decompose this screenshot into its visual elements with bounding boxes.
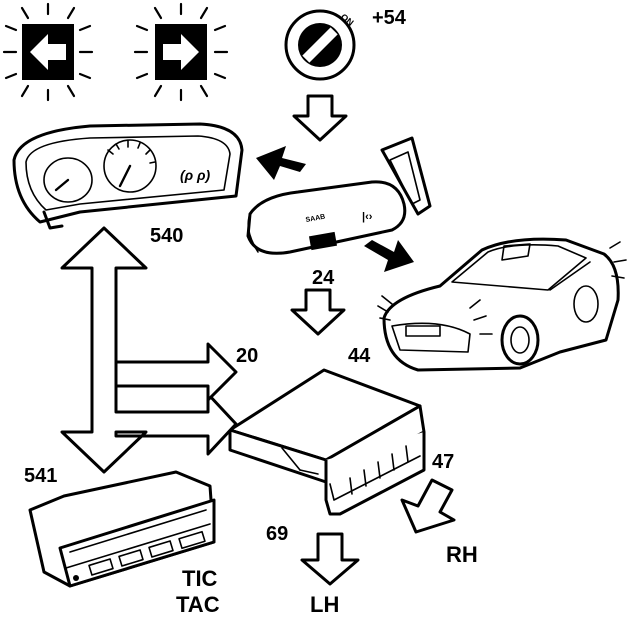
stalk-up-arrow <box>256 146 306 180</box>
rh-label: RH <box>446 542 478 567</box>
car-illustration <box>377 237 627 372</box>
stalk-brand-label: SAAB <box>305 214 326 224</box>
lh-label: LH <box>310 592 339 617</box>
unit-connector-label-44: 44 <box>348 345 371 367</box>
lh-output-number-label: 69 <box>266 523 288 545</box>
svg-text:|‹›: |‹› <box>362 211 373 223</box>
display-unit-label: 541 <box>24 465 57 487</box>
turn-signal-stalk: SAAB |‹› <box>246 136 432 255</box>
stalk-down-arrow <box>364 240 414 272</box>
display-tic-label: TIC <box>182 566 218 591</box>
rh-output-arrow <box>400 478 456 534</box>
ignition-terminal-label: +54 <box>372 7 407 29</box>
turn-right-indicator-icon <box>133 2 229 102</box>
instrument-cluster: (ρ ρ) <box>12 122 244 230</box>
lh-output-arrow <box>300 532 360 586</box>
display-tac-label: TAC <box>176 592 220 617</box>
ignition-down-arrow <box>292 94 348 142</box>
svg-text:(ρ ρ): (ρ ρ) <box>180 167 211 183</box>
cluster-label: 540 <box>150 225 183 247</box>
cluster-bus-arrows <box>60 226 238 474</box>
tic-display-unit <box>28 470 216 588</box>
stalk-label: 24 <box>312 267 335 289</box>
unit-connector-label-20: 20 <box>236 345 258 367</box>
rh-output-number-label: 47 <box>432 451 454 473</box>
turn-signal-control-unit <box>228 368 426 516</box>
ignition-key-icon: ON <box>284 9 356 81</box>
turn-left-indicator-icon <box>2 2 94 102</box>
stalk-down-to-unit-arrow <box>290 288 346 336</box>
